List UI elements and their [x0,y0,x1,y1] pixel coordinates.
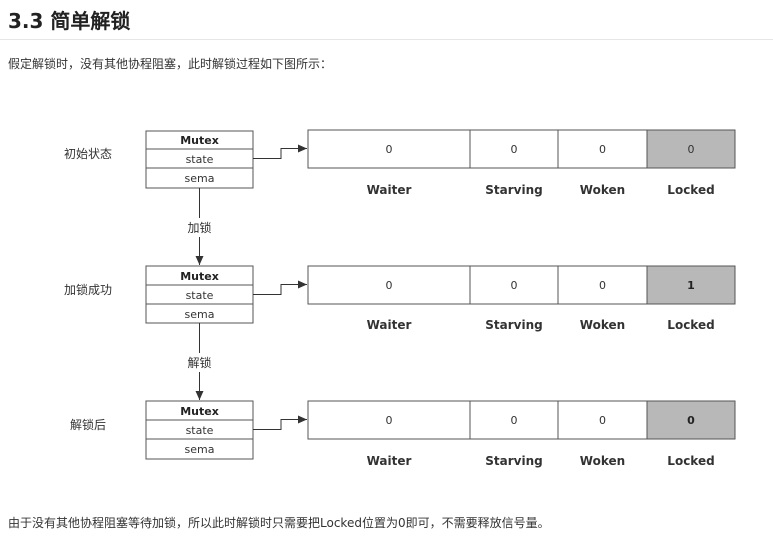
bit-cell-starving [469,265,559,305]
stage-label-locked: 加锁成功 [64,282,112,297]
bit-value-waiter: 0 [386,143,393,156]
column-label-woken: Woken [580,454,625,468]
bit-cell-starving [469,129,559,169]
bit-cell-waiter [307,265,471,305]
struct-name: Mutex [180,134,219,147]
column-label-locked: Locked [667,318,714,332]
bit-cell-waiter [307,129,471,169]
bit-value-waiter: 0 [386,279,393,292]
state-bits-unlocked: 0 0 0 0 Waiter Starving Woken Locked [307,400,736,468]
column-label-starving: Starving [485,454,542,468]
field-state: state [186,424,214,437]
field-sema: sema [185,308,215,321]
struct-name: Mutex [180,405,219,418]
column-label-woken: Woken [580,183,625,197]
bit-cell-woken [557,400,648,440]
mutex-struct-locked: Mutex state sema [145,265,254,324]
bit-cell-waiter [307,400,471,440]
outro-paragraph: 由于没有其他协程阻塞等待加锁，所以此时解锁时只需要把Locked位置为0即可，不… [8,516,550,530]
transition-lock-label: 加锁 [187,220,211,235]
bit-cell-locked [646,265,736,305]
field-sema: sema [185,443,215,456]
column-label-waiter: Waiter [367,454,412,468]
bit-value-woken: 0 [599,414,606,427]
bit-value-starving: 0 [511,279,518,292]
bit-value-starving: 0 [511,414,518,427]
bit-value-starving: 0 [511,143,518,156]
column-label-locked: Locked [667,454,714,468]
transition-unlock-label: 解锁 [187,355,211,370]
bit-value-locked: 0 [687,414,695,427]
bit-value-waiter: 0 [386,414,393,427]
column-label-waiter: Waiter [367,318,412,332]
column-label-locked: Locked [667,183,714,197]
bit-value-woken: 0 [599,143,606,156]
struct-name: Mutex [180,270,219,283]
state-connector-arrow [253,280,307,295]
mutex-struct-unlocked: Mutex state sema [145,400,254,460]
intro-paragraph: 假定解锁时，没有其他协程阻塞，此时解锁过程如下图所示： [8,57,333,71]
column-label-woken: Woken [580,318,625,332]
field-state: state [186,289,214,302]
bit-value-locked: 0 [688,143,695,156]
state-connector-arrow [253,415,307,430]
bit-cell-locked [646,129,736,169]
bit-cell-woken [557,129,648,169]
section-title: 3.3 简单解锁 [8,9,131,33]
field-sema: sema [185,172,215,185]
stage-label-initial: 初始状态 [64,147,112,161]
bit-cell-locked [646,400,736,440]
stage-label-unlocked: 解锁后 [70,417,106,432]
column-label-starving: Starving [485,183,542,197]
bit-cell-woken [557,265,648,305]
state-connector-arrow [253,144,307,159]
column-label-starving: Starving [485,318,542,332]
bit-value-woken: 0 [599,279,606,292]
field-state: state [186,153,214,166]
column-label-waiter: Waiter [367,183,412,197]
bit-cell-starving [469,400,559,440]
struct-sema-cell [145,438,254,460]
state-bits-initial: 0 0 0 0 Waiter Starving Woken Locked [307,129,736,197]
bit-value-locked: 1 [687,279,695,292]
title-divider [0,39,773,40]
state-bits-locked: 0 0 0 1 Waiter Starving Woken Locked [307,265,736,332]
mutex-struct-initial: Mutex state sema [145,130,254,189]
